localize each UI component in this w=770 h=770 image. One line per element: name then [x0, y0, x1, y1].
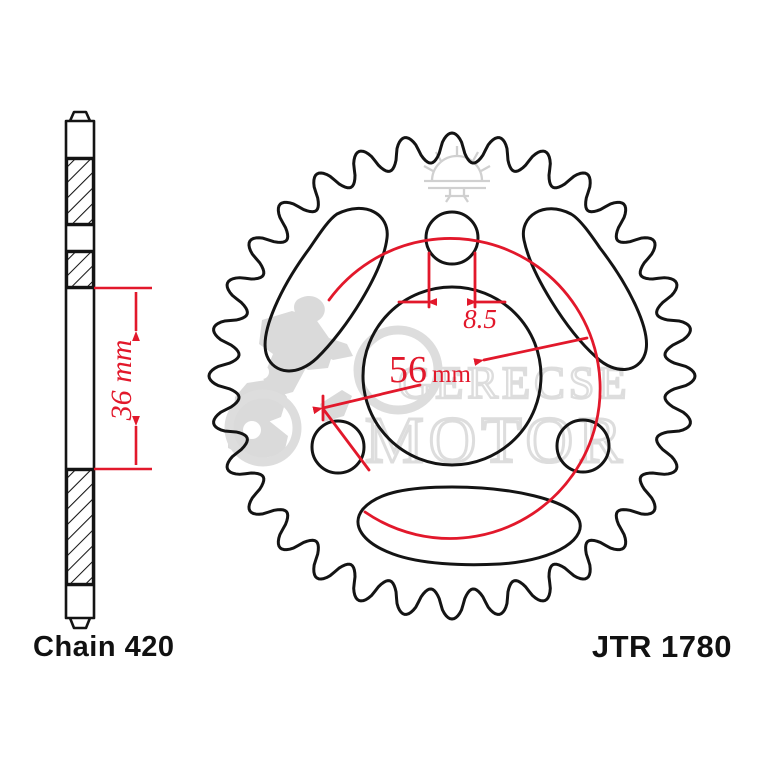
section-hatching	[65, 157, 95, 586]
thickness-value: 36 mm	[105, 340, 138, 422]
bolt-hole-right	[555, 418, 611, 474]
chain-spec-label: Chain 420	[33, 631, 175, 663]
sprocket-face-view	[207, 131, 697, 621]
cutout-upper-left	[263, 206, 389, 373]
sunrise-icon	[423, 146, 491, 203]
bolt-hole-top	[424, 210, 480, 266]
dimension-overlay-face	[312, 237, 602, 540]
bolt-leader-right	[473, 336, 589, 366]
watermark-text-secondary: MOTOR	[365, 404, 627, 477]
part-number-label: JTR 1780	[591, 629, 732, 664]
bolt-circle-unit: mm	[432, 361, 471, 388]
sprocket-teeth-outline	[207, 131, 697, 621]
watermark-group: GERECSE MOTOR	[224, 146, 630, 479]
dimension-thickness-label: 36 mm	[105, 340, 138, 422]
center-bore	[361, 285, 543, 467]
bolt-hole-dim-label: 8.5	[463, 304, 497, 334]
bolt-circle-arc	[327, 237, 602, 540]
watermark-text-primary: GERECSE	[398, 357, 630, 408]
bolt-hole-left	[310, 419, 366, 475]
cutout-bottom	[356, 485, 582, 567]
bore-leader-left	[312, 383, 422, 415]
cutout-upper-right	[521, 207, 648, 371]
watermark-wheel-icon	[224, 325, 443, 467]
dimension-thickness	[94, 286, 152, 471]
bore-tick-left-lower	[322, 408, 371, 472]
bolt-circle-value: 56	[389, 349, 427, 391]
